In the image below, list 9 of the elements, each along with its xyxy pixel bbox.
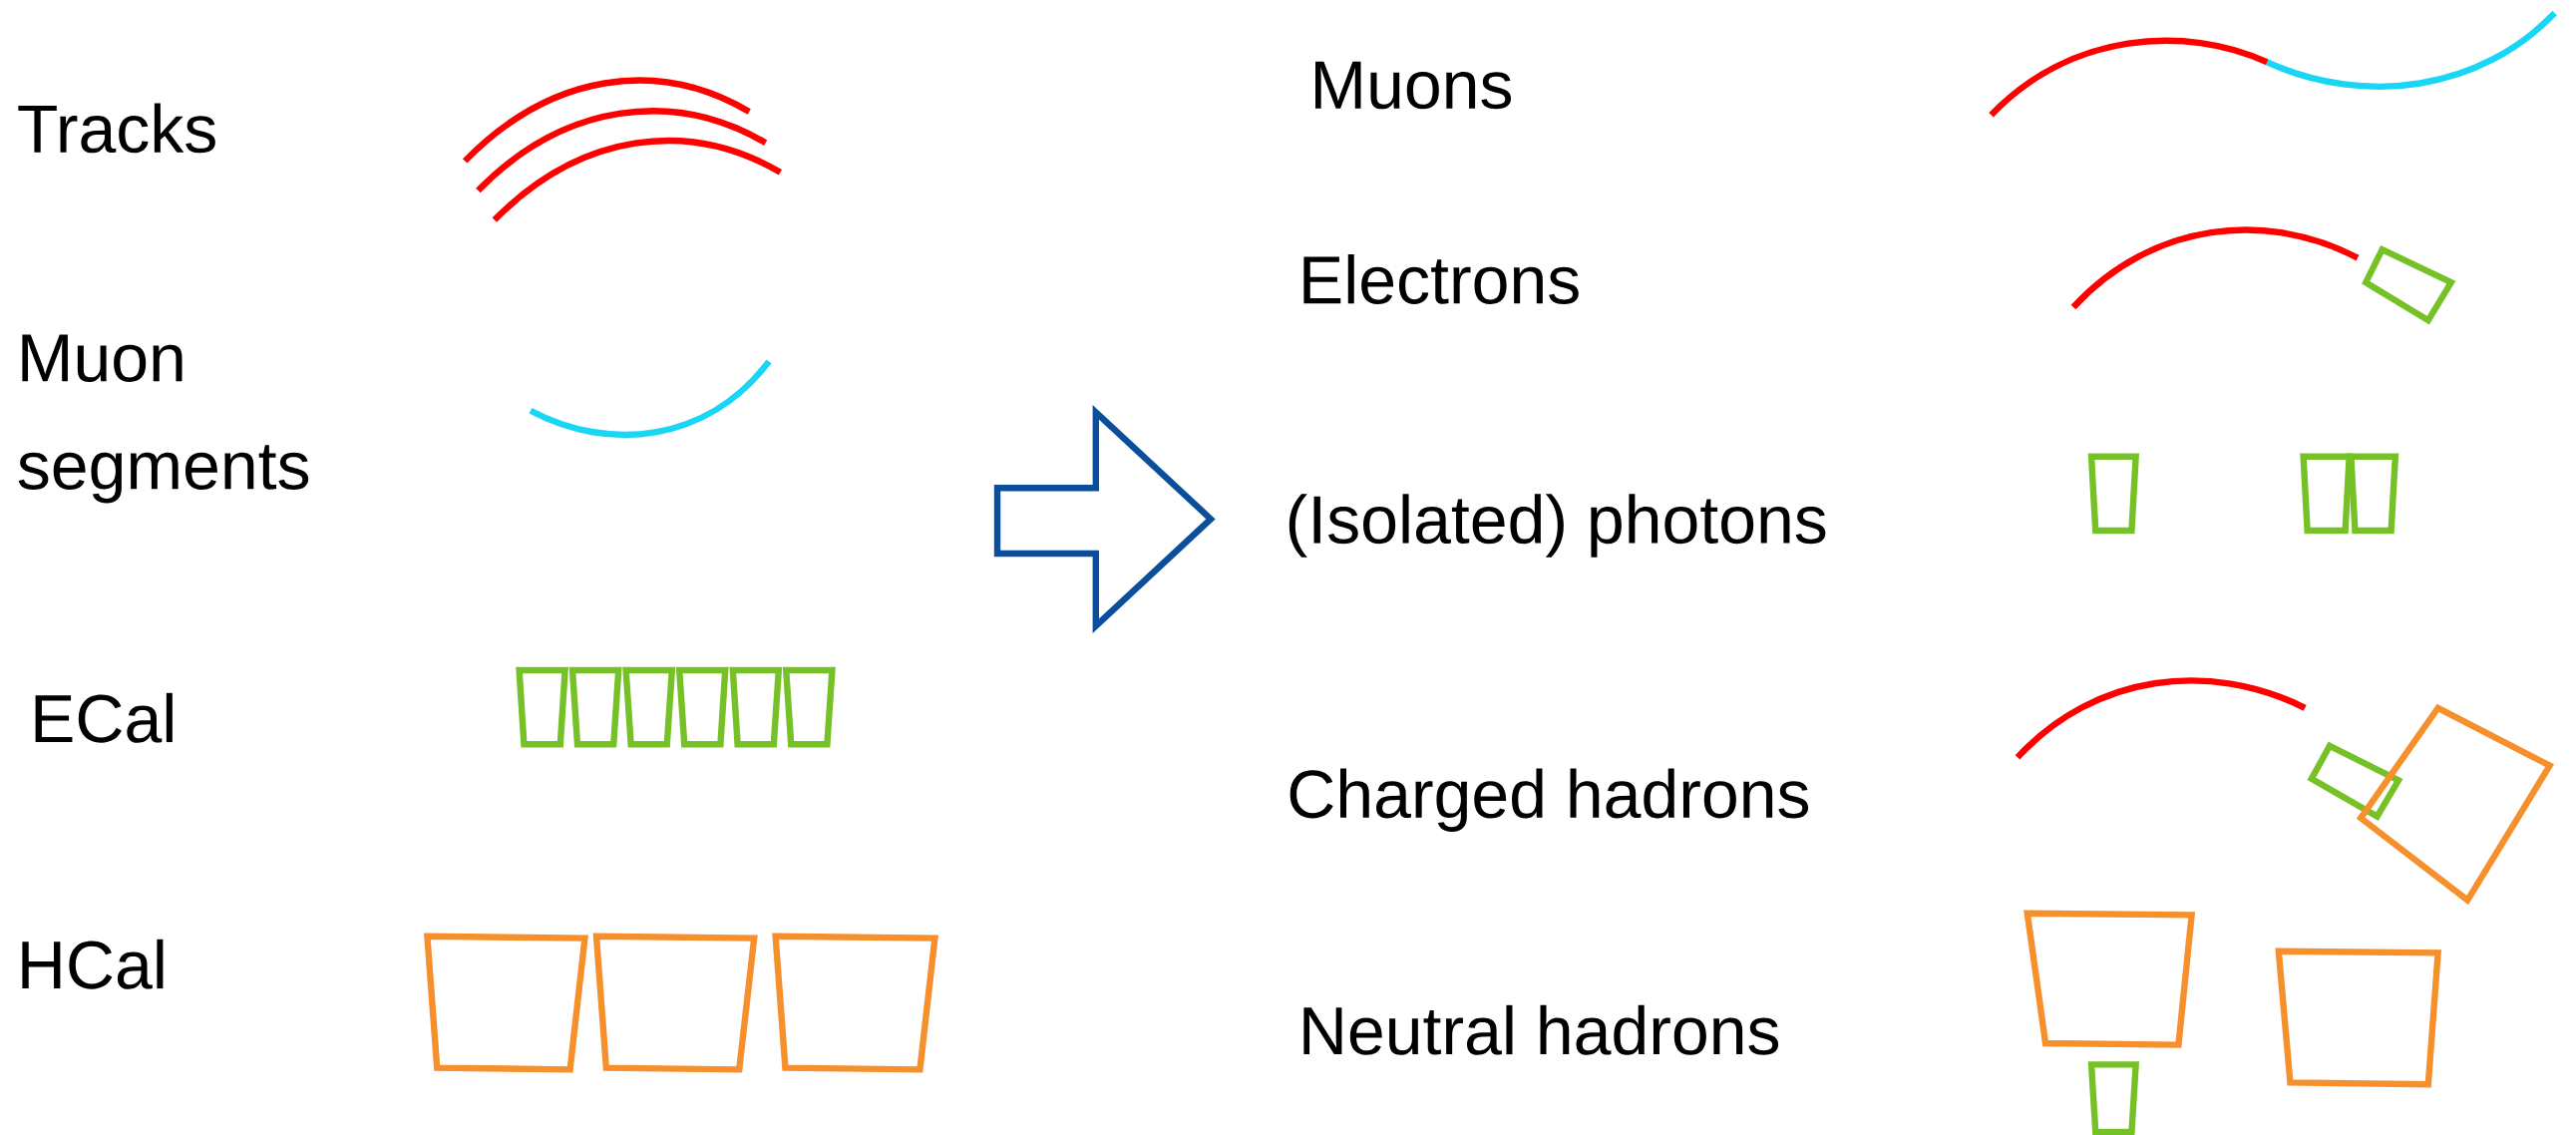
category-label: (Isolated) photons (1288, 494, 1826, 558)
category-label: HCal (22, 939, 164, 989)
category-label: Tracks (18, 103, 215, 154)
category-label: Neutral hadrons (1303, 1004, 1779, 1055)
category-label: Charged hadrons (1289, 768, 1809, 832)
category-label: Muon segments (18, 334, 309, 504)
category-label: Electrons (1303, 253, 1579, 304)
category-label: ECal (35, 692, 173, 743)
category-label: Muons (1315, 61, 1512, 110)
